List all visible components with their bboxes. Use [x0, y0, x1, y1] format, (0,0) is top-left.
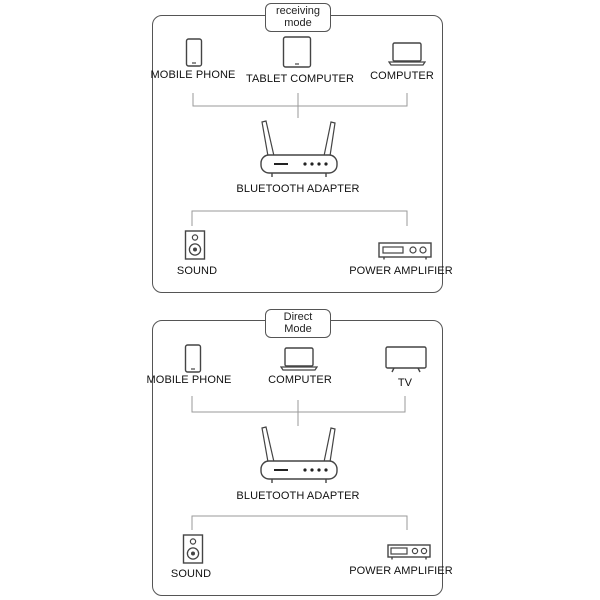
direct-mode-title-line1: Direct: [283, 311, 313, 323]
direct-source-label-computer: COMPUTER: [268, 374, 332, 386]
receiving-output-bus: [191, 210, 408, 226]
receiving-mode-title-line1: receiving: [275, 5, 321, 17]
receiving-source-label-mobile-phone: MOBILE PHONE: [150, 69, 236, 81]
speaker-icon: [184, 230, 206, 260]
direct-mode-title-line2: Mode: [284, 323, 312, 335]
direct-source-bus: [191, 396, 406, 426]
direct-output-label-power-amplifier: POWER AMPLIFIER: [349, 565, 453, 577]
receiving-mode-tag: receiving mode: [265, 3, 331, 32]
laptop-computer-icon: [388, 42, 426, 66]
bluetooth-adapter-icon: [260, 120, 338, 177]
receiving-output-label-power-amplifier: POWER AMPLIFIER: [349, 265, 453, 277]
receiving-mode-title-line2: mode: [284, 17, 312, 29]
receiving-hub-label: BLUETOOTH ADAPTER: [236, 183, 360, 195]
bluetooth-adapter-icon: [260, 426, 338, 483]
direct-output-bus: [191, 515, 408, 530]
direct-source-label-tv: TV: [397, 377, 413, 389]
receiving-source-bus: [192, 93, 408, 118]
mobile-phone-icon: [184, 344, 202, 373]
direct-hub-label: BLUETOOTH ADAPTER: [236, 490, 360, 502]
tv-icon: [385, 346, 427, 373]
speaker-icon: [182, 534, 204, 564]
laptop-computer-icon: [280, 347, 318, 371]
receiving-source-label-computer: COMPUTER: [370, 70, 434, 82]
direct-output-label-sound: SOUND: [170, 568, 212, 580]
power-amplifier-icon: [387, 544, 431, 560]
mobile-phone-icon: [185, 38, 203, 67]
direct-mode-tag: Direct Mode: [265, 309, 331, 338]
power-amplifier-icon: [378, 242, 432, 260]
receiving-source-label-tablet-computer: TABLET COMPUTER: [245, 73, 355, 85]
receiving-output-label-sound: SOUND: [176, 265, 218, 277]
tablet-computer-icon: [282, 36, 312, 68]
direct-source-label-mobile-phone: MOBILE PHONE: [146, 374, 232, 386]
